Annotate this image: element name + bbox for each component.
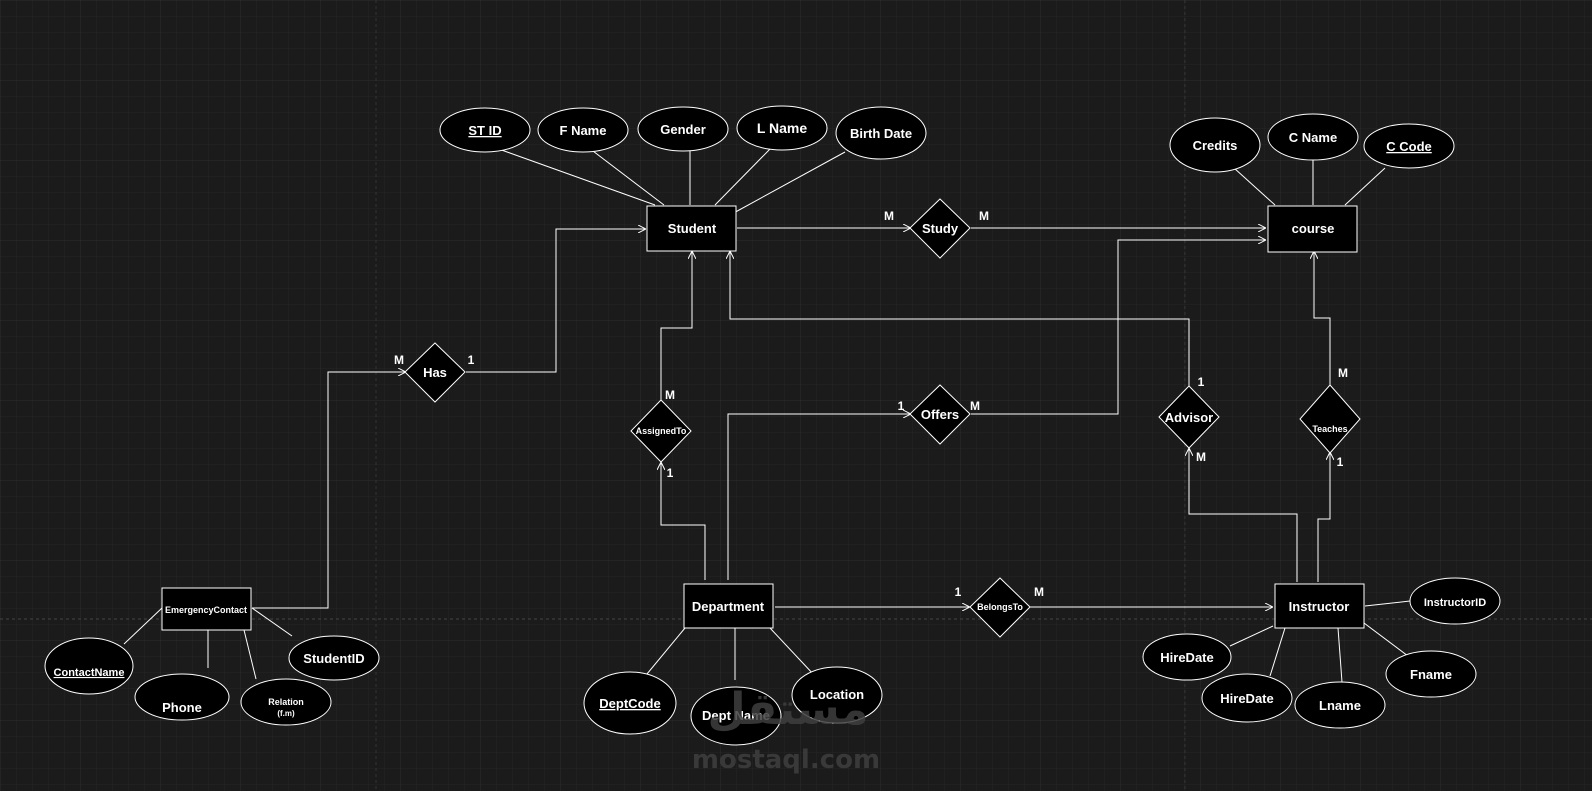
attr-contact-name[interactable]: ContactName <box>44 637 134 695</box>
attr-location[interactable]: Location <box>791 666 883 724</box>
relationship-offers-label: Offers <box>921 407 959 422</box>
attr-hire-date-2-label: HireDate <box>1220 691 1273 706</box>
card-advisor-top: 1 <box>1198 375 1205 389</box>
relationship-study-label: Study <box>922 221 959 236</box>
attr-c-name[interactable]: C Name <box>1267 113 1359 161</box>
watermark: مستقل mostaql.com <box>692 684 880 775</box>
advisor-student-line <box>730 252 1190 386</box>
entity-instructor-label: Instructor <box>1289 599 1350 614</box>
teaches-course-line <box>1314 252 1331 386</box>
entity-department-label: Department <box>692 599 765 614</box>
attr-fname-label: Fname <box>1410 667 1452 682</box>
department-offers-line <box>727 414 910 580</box>
attr-gender[interactable]: Gender <box>637 106 729 152</box>
attr-student-id-label: StudentID <box>303 651 364 666</box>
entity-course-label: course <box>1292 221 1335 236</box>
assigned-student-line <box>660 252 692 401</box>
instructor-advisor-line <box>1189 449 1298 582</box>
attr-location-label: Location <box>810 687 864 702</box>
attr-f-name-label: F Name <box>560 123 607 138</box>
card-offers-right: M <box>970 399 980 413</box>
card-belongs-left: 1 <box>955 585 962 599</box>
attr-fname[interactable]: Fname <box>1385 650 1477 698</box>
card-teaches-top: M <box>1338 366 1348 380</box>
attr-hire-date-2[interactable]: HireDate <box>1201 673 1293 723</box>
attr-lname-label: Lname <box>1319 698 1361 713</box>
attr-instructor-id[interactable]: InstructorID <box>1409 577 1501 625</box>
attr-phone[interactable]: Phone <box>134 673 230 721</box>
card-advisor-bottom: M <box>1196 450 1206 464</box>
card-offers-left: 1 <box>898 399 905 413</box>
attr-f-name[interactable]: F Name <box>537 107 629 153</box>
attr-credits-label: Credits <box>1193 138 1238 153</box>
cardinality-labels: M M M 1 M 1 1 M 1 M M 1 1 M <box>394 209 1348 599</box>
card-study-left: M <box>884 209 894 223</box>
entity-instructor[interactable]: Instructor <box>1274 583 1365 629</box>
watermark-arabic: مستقل <box>708 684 869 735</box>
relationship-has-label: Has <box>423 365 447 380</box>
attr-st-id-label: ST ID <box>468 123 501 138</box>
attr-relation-label: Relation <box>268 697 304 707</box>
relationship-assigned-to-label: AssignedTo <box>636 426 687 436</box>
attr-lname[interactable]: Lname <box>1294 681 1386 729</box>
attr-contact-name-label: ContactName <box>54 667 125 679</box>
attr-c-code[interactable]: C Code <box>1363 123 1455 169</box>
entity-emergency-contact-label: EmergencyContact <box>165 605 247 615</box>
relationship-teaches-label: Teaches <box>1312 424 1347 434</box>
attr-birth-date-label: Birth Date <box>850 126 912 141</box>
attr-relation[interactable]: Relation (f.m) <box>240 678 332 726</box>
card-assigned-bottom: 1 <box>667 466 674 480</box>
card-study-right: M <box>979 209 989 223</box>
entity-emergency-contact[interactable]: EmergencyContact <box>161 587 252 631</box>
relationship-advisor[interactable]: Advisor <box>1158 385 1220 449</box>
has-student-line <box>466 229 645 373</box>
emergency-has-line <box>252 372 405 609</box>
relationship-teaches[interactable]: Teaches <box>1299 384 1361 454</box>
attr-relation-sub-label: (f.m) <box>277 709 295 718</box>
attr-l-name-label: L Name <box>757 120 808 136</box>
attr-instructor-id-label: InstructorID <box>1424 597 1486 609</box>
entity-student-label: Student <box>668 221 717 236</box>
relationship-lines <box>252 228 1330 608</box>
entity-course[interactable]: course <box>1267 205 1358 253</box>
card-has-right: 1 <box>468 353 475 367</box>
entity-student[interactable]: Student <box>646 205 737 252</box>
attr-credits[interactable]: Credits <box>1169 117 1261 173</box>
attr-st-id[interactable]: ST ID <box>439 107 531 153</box>
relationship-belongs-to[interactable]: BelongsTo <box>969 577 1031 638</box>
relationship-belongs-to-label: BelongsTo <box>977 602 1023 612</box>
attr-c-code-label: C Code <box>1386 139 1432 154</box>
attr-phone-label: Phone <box>162 700 202 715</box>
attr-student-id[interactable]: StudentID <box>288 635 380 681</box>
watermark-domain: mostaql.com <box>692 745 880 775</box>
department-assigned-line <box>661 463 706 580</box>
relationship-offers[interactable]: Offers <box>909 384 971 445</box>
attr-dept-code-label: DeptCode <box>599 696 660 711</box>
attr-l-name[interactable]: L Name <box>736 105 828 151</box>
attribute-lines <box>123 147 1411 683</box>
entity-department[interactable]: Department <box>683 583 774 629</box>
relationship-study[interactable]: Study <box>909 198 971 259</box>
card-teaches-bottom: 1 <box>1337 455 1344 469</box>
card-assigned-top: M <box>665 388 675 402</box>
relationship-advisor-label: Advisor <box>1165 410 1213 425</box>
card-has-left: M <box>394 353 404 367</box>
attr-birth-date[interactable]: Birth Date <box>835 106 927 160</box>
attr-hire-date-1-label: HireDate <box>1160 650 1213 665</box>
instructor-teaches-line <box>1317 453 1330 582</box>
attr-hire-date-1[interactable]: HireDate <box>1142 633 1232 681</box>
attr-c-name-label: C Name <box>1289 130 1337 145</box>
relationship-has[interactable]: Has <box>404 342 466 403</box>
offers-course-line <box>971 240 1265 415</box>
attr-dept-code[interactable]: DeptCode <box>583 671 677 735</box>
card-belongs-right: M <box>1034 585 1044 599</box>
relationship-assigned-to[interactable]: AssignedTo <box>630 399 692 463</box>
attr-gender-label: Gender <box>660 122 706 137</box>
attr-dept-name-label: Dept Name <box>702 708 770 723</box>
attr-dept-name[interactable]: Dept Name <box>690 686 782 746</box>
